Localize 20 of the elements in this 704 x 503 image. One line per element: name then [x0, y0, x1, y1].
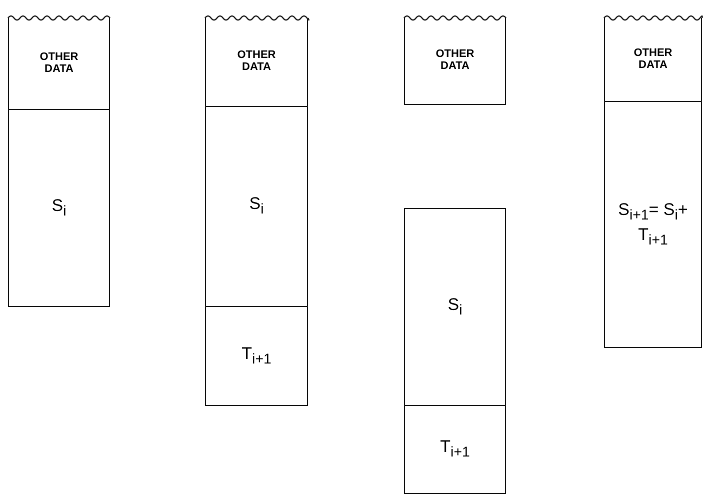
memory-block	[404, 405, 506, 494]
memory-block	[404, 208, 506, 406]
memory-block	[8, 18, 110, 110]
block-label: OTHER DATA	[38, 52, 80, 76]
block-label: S$_{i}$	[249, 194, 264, 219]
block-label: OTHER DATA	[632, 48, 674, 72]
block-label: S$_{i}$	[52, 196, 66, 220]
memory-block	[205, 106, 308, 307]
block-label: T$_{i+1}$	[440, 437, 470, 462]
block-label: OTHER DATA	[434, 49, 476, 73]
memory-block	[404, 18, 506, 105]
block-label: OTHER DATA	[236, 50, 277, 74]
memory-block	[8, 109, 110, 307]
block-label: S$_{i+1}$= S$_{i}$+ T$_{i+1}$	[617, 200, 689, 249]
memory-block	[604, 101, 702, 348]
block-label: S$_{i}$	[448, 294, 462, 320]
block-label: T$_{i+1}$	[242, 344, 272, 368]
memory-block	[205, 306, 308, 406]
memory-block	[604, 18, 702, 102]
memory-block	[205, 18, 308, 107]
